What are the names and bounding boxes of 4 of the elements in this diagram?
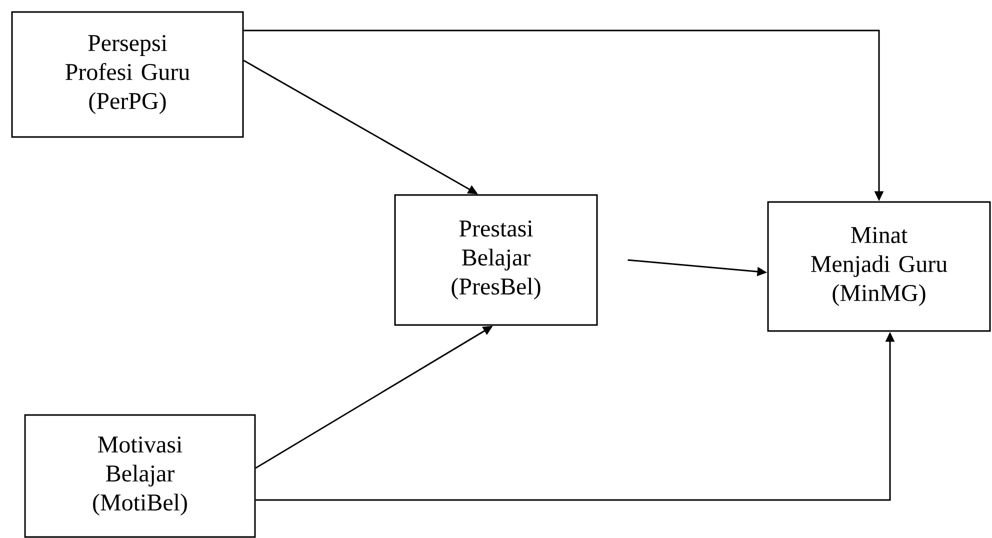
variable-box: Prestasi Belajar (PresBel) <box>394 194 598 326</box>
variable-box: Persepsi Profesi Guru (PerPG) <box>11 11 244 138</box>
variable-box: Minat Menjadi Guru (MinMG) <box>767 201 991 332</box>
variable-box: Motivasi Belajar (MotiBel) <box>24 414 256 538</box>
